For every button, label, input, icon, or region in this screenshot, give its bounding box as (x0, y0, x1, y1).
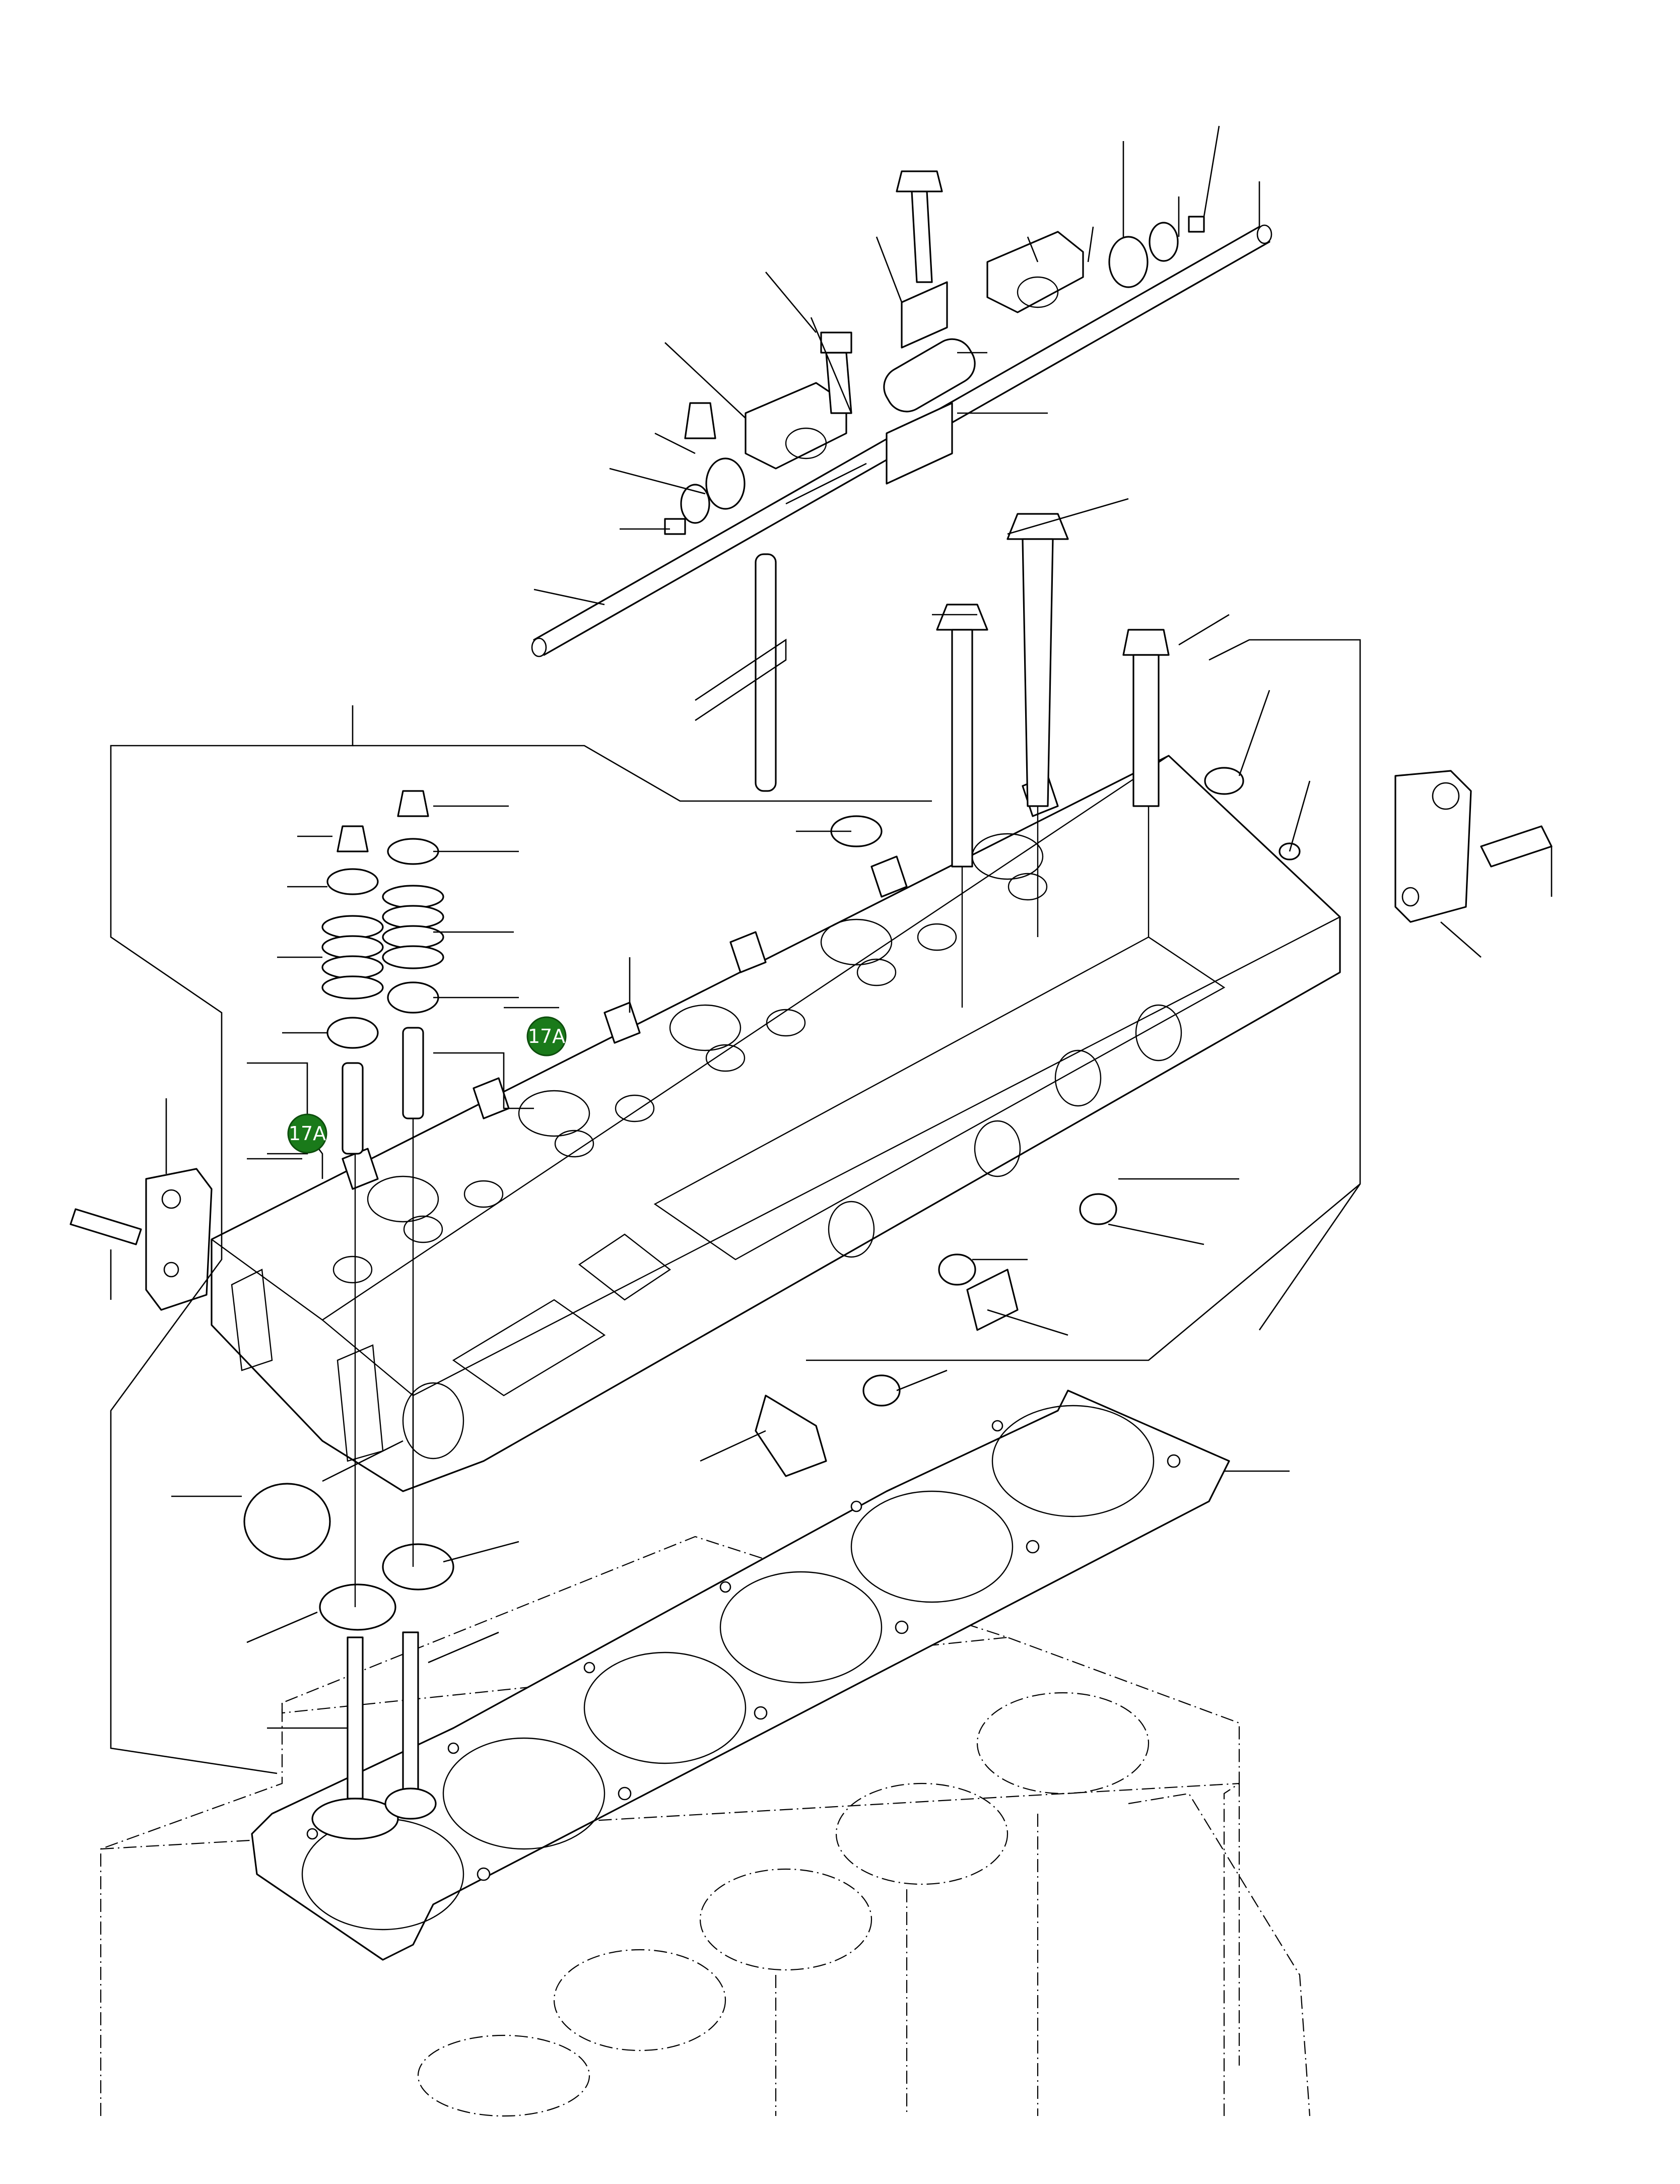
callout-17a-lower-circle[interactable] (287, 1113, 327, 1154)
valve-seat-bosses (332, 833, 1048, 1284)
push-rod (695, 553, 787, 792)
cylinder-head (211, 755, 1341, 1492)
lift-brackets (70, 770, 1553, 1311)
callout-17a-upper-circle[interactable] (526, 1016, 567, 1056)
rocker-shaft-assembly (531, 170, 1272, 657)
plugs-and-fittings (755, 767, 1301, 1477)
callout-17a-upper[interactable]: 17A (526, 1016, 567, 1056)
callout-17a-lower[interactable]: 17A (287, 1113, 327, 1154)
head-gasket (251, 1389, 1230, 1961)
valve-train (243, 790, 454, 1840)
leader-lines (110, 125, 1553, 1774)
callout-17a-upper-label: 17A (528, 1025, 565, 1047)
callout-17a-lower-label: 17A (289, 1122, 326, 1145)
